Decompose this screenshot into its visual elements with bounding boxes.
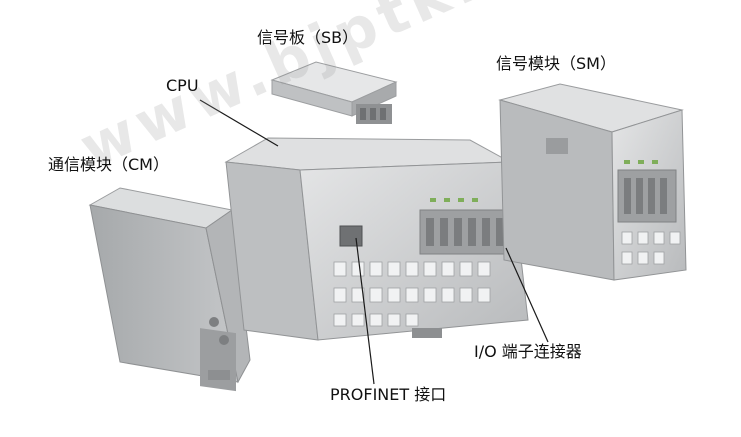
leader-line-profinet [355, 237, 375, 385]
leader-lines [199, 99, 549, 385]
label-signal-board: 信号板（SB） [257, 28, 359, 47]
communication-module [88, 187, 251, 392]
signal-module [498, 83, 687, 281]
label-comm-module: 通信模块（CM） [48, 155, 169, 174]
leader-line-cpu [199, 99, 279, 147]
label-signal-module: 信号模块（SM） [496, 54, 616, 73]
label-profinet: PROFINET 接口 [330, 385, 447, 404]
signal-board [270, 61, 398, 124]
label-io-connector: I/O 端子连接器 [474, 342, 582, 361]
leader-line-io [505, 247, 549, 343]
label-cpu: CPU [166, 76, 199, 95]
cpu-module [224, 137, 529, 341]
